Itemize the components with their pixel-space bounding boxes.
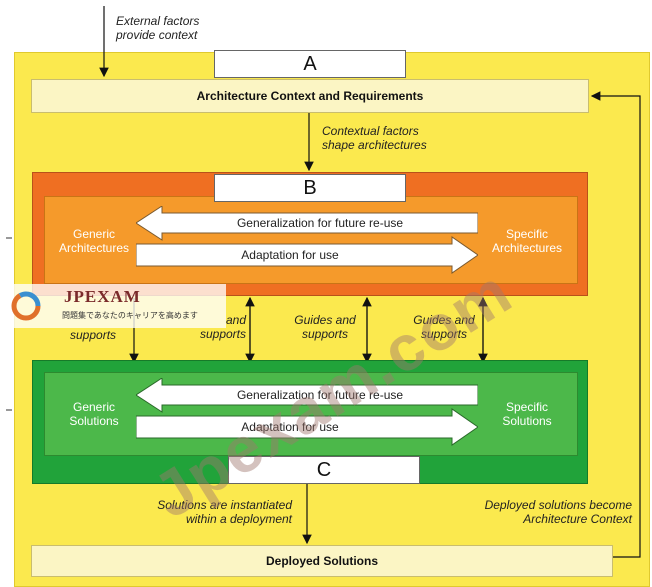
deployed-context-note: Deployed solutions become Architecture C…: [484, 498, 632, 526]
specific-solutions-label: Specific Solutions: [502, 400, 552, 428]
feedback-loop: [590, 91, 641, 558]
jpexam-logo: JPEXAM 問題集であなたのキャリアを高めます: [4, 284, 226, 328]
contextual-factors-note: Contextual factors shape architectures: [322, 124, 427, 152]
specific-architectures-label: Specific Architectures: [491, 227, 563, 255]
adaptation-arrow-b: [136, 236, 478, 274]
guides-label-4: Guides and supports: [413, 313, 475, 341]
generalization-arrow-b: [136, 206, 478, 241]
guides-label-2: and supports: [199, 313, 246, 341]
guides-label-3: Guides and supports: [294, 313, 356, 341]
adaptation-arrow-c: [136, 408, 478, 446]
logo-subtitle: 問題集であなたのキャリアを高めます: [62, 311, 198, 320]
guides-label-1: supports: [70, 328, 117, 342]
generalization-arrow-c: [136, 378, 478, 413]
architecture-arrows: [136, 206, 478, 274]
solution-arrows: [136, 378, 478, 446]
box-c-label: C: [228, 456, 420, 484]
external-factors-note: External factors provide context: [116, 14, 200, 42]
generalization-label-c: Generalization for future re-use: [236, 388, 404, 402]
architecture-context-bar: Architecture Context and Requirements: [31, 79, 589, 113]
solutions-instantiated-note: Solutions are instantiated within a depl…: [157, 498, 292, 526]
logo-title: JPEXAM: [64, 287, 141, 306]
generic-architectures-label: Generic Architectures: [58, 227, 130, 255]
adaptation-label-b: Adaptation for use: [241, 248, 339, 262]
deployed-solutions-bar: Deployed Solutions: [31, 545, 613, 577]
box-a-label: A: [214, 50, 406, 78]
adaptation-label-c: Adaptation for use: [241, 420, 339, 434]
generalization-label-b: Generalization for future re-use: [236, 216, 404, 230]
generic-solutions-label: Generic Solutions: [69, 400, 119, 428]
logo-swirl-icon: [11, 291, 41, 321]
box-b-label: B: [214, 174, 406, 202]
